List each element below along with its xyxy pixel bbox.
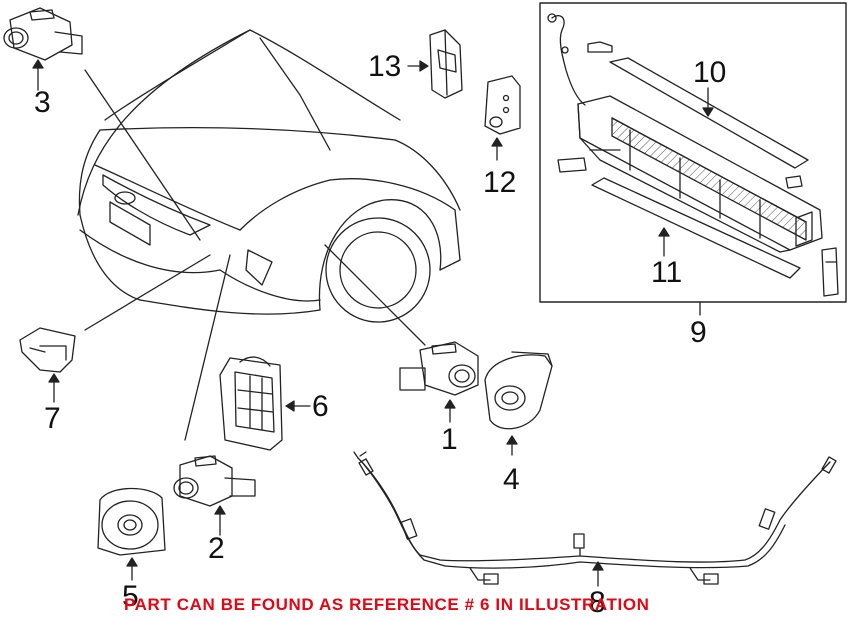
part-12-bracket — [484, 75, 521, 161]
callout-11: 11 — [651, 256, 683, 289]
callout-12: 12 — [483, 166, 517, 199]
part-3-parking-sensor — [3, 7, 83, 91]
callout-5: 5 — [122, 580, 139, 613]
assembly-9-box — [539, 2, 847, 316]
part-5-sensor-ring — [97, 487, 166, 581]
callout-13: 13 — [368, 50, 402, 83]
part-1-parking-sensor — [399, 341, 479, 423]
callout-2: 2 — [208, 532, 225, 565]
part-4-sensor-bezel — [484, 351, 553, 456]
part-7-sensor-retainer — [19, 327, 76, 403]
callout-10: 10 — [693, 56, 727, 89]
callout-7: 7 — [44, 402, 61, 435]
part-2-parking-sensor — [173, 455, 256, 536]
part-10-upper-seal — [609, 57, 809, 169]
part-13-bracket — [407, 29, 463, 99]
callout-3: 3 — [34, 86, 51, 119]
vehicle-front-outline — [77, 29, 461, 441]
part-11-lower-seal — [591, 177, 801, 279]
part-6-sensor-holder — [219, 356, 311, 451]
bumper-reinforcement — [547, 13, 839, 297]
callout-9: 9 — [690, 316, 707, 349]
callout-4: 4 — [503, 463, 520, 496]
callout-8: 8 — [589, 586, 606, 619]
callout-6: 6 — [312, 390, 329, 423]
part-reference-notice: PART CAN BE FOUND AS REFERENCE # 6 IN IL… — [124, 595, 650, 614]
callout-1: 1 — [441, 423, 458, 456]
part-8-wire-harness — [353, 451, 837, 587]
